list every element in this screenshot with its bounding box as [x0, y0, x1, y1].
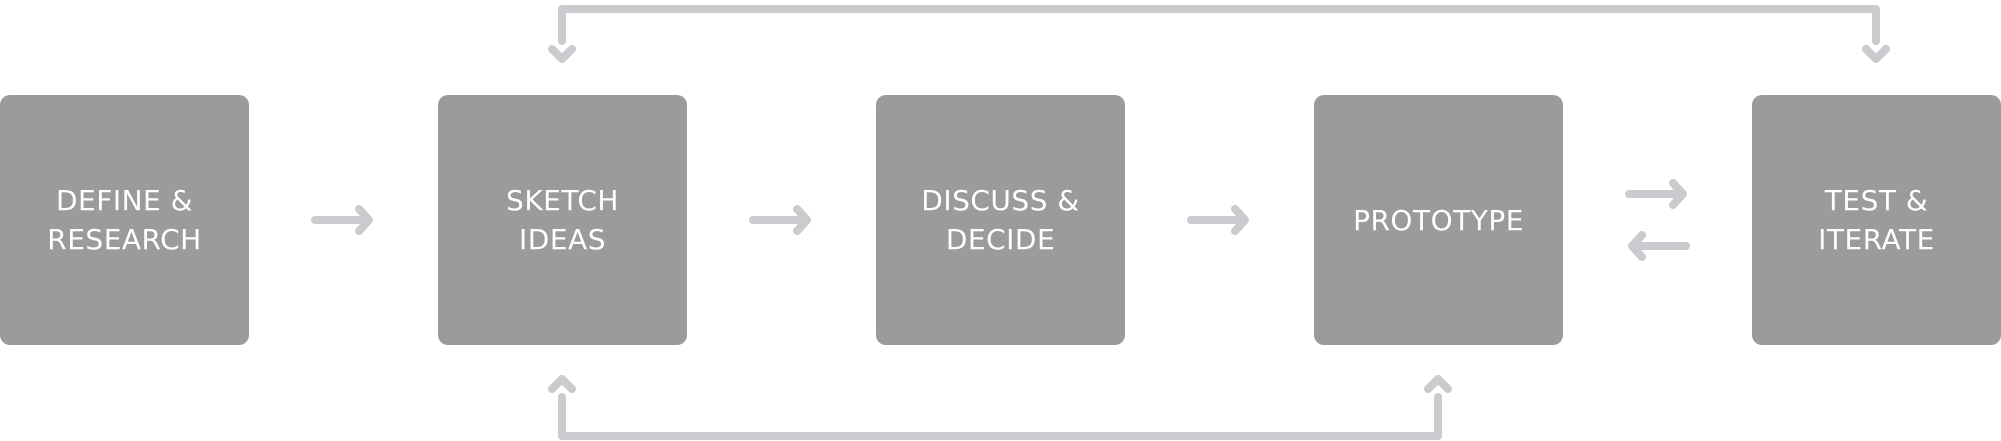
arrow-sketch-to-discuss	[749, 205, 811, 235]
step-label: DEFINE & RESEARCH	[47, 184, 202, 256]
feedback-loop-top	[548, 5, 1890, 63]
step-prototype: PROTOTYPE	[1314, 95, 1563, 345]
step-label: SKETCH IDEAS	[506, 184, 619, 256]
step-test-iterate: TEST & ITERATE	[1752, 95, 2001, 345]
step-label: TEST & ITERATE	[1818, 184, 1935, 256]
arrow-test-to-prototype	[1628, 231, 1690, 261]
step-sketch-ideas: SKETCH IDEAS	[438, 95, 687, 345]
step-label: DISCUSS & DECIDE	[921, 184, 1080, 256]
arrow-prototype-to-test	[1625, 179, 1687, 209]
feedback-loop-bottom	[548, 375, 1452, 440]
step-label: PROTOTYPE	[1353, 203, 1524, 237]
arrow-define-to-sketch	[311, 205, 373, 235]
arrow-discuss-to-prototype	[1187, 205, 1249, 235]
step-define-research: DEFINE & RESEARCH	[0, 95, 249, 345]
step-discuss-decide: DISCUSS & DECIDE	[876, 95, 1125, 345]
